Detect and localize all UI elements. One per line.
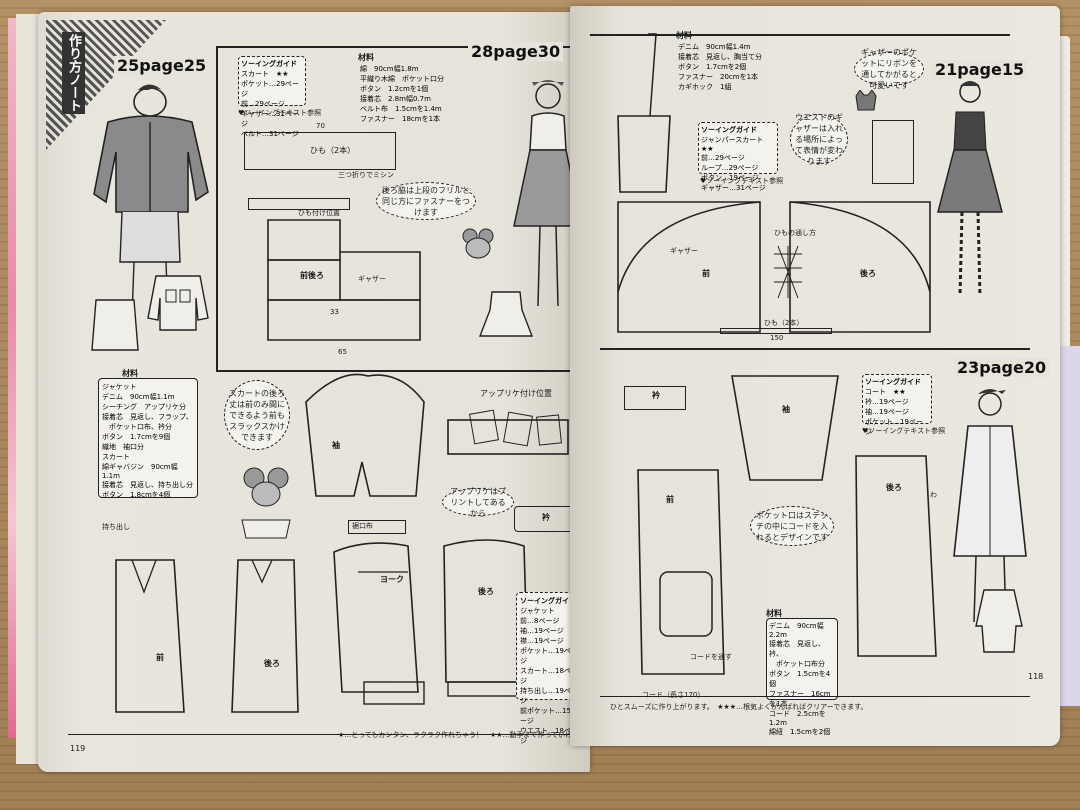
right-page: 材料 デニム 90cm幅1.4m 接着芯 見返し、胸当て分 ボタン 1.7cmを… [570,6,1060,746]
dress-flat-sketch [478,291,534,337]
hem-band-label: 裾口布 [352,522,373,530]
jacket-figure-illustration [93,84,209,317]
vertical-divider [216,46,218,371]
right-middle-rule [600,348,1030,350]
jacket-flat-sketch [147,275,209,331]
section-21-top-bubble: ギャザーのポケットにリボンを通してかがると可愛いです [854,48,924,90]
back-bodice-label: 後ろ [478,587,494,596]
section-28-sewing-ref: ♥ソーイングテキスト参照 [238,109,322,117]
sleeve-pattern-piece [305,373,425,497]
left-page-footer: ★…とってもカンタン、ラクラク作れちゃう！ ★★…動手よく作っていけば [338,731,580,739]
tie-threading-diagram [774,245,802,299]
sleeve-label: 袖 [332,441,340,450]
section-28-note-bubble: 後ろ脇は上段のフリルと同じ方にファスナーをつけます [376,182,476,220]
yoke-label: ヨーク [380,575,404,584]
width-33: 33 [330,308,339,316]
tie-width-150: 150 [770,334,784,342]
coat-man-illustration [953,389,1027,623]
tie-label: ひも（2本） [310,146,356,155]
tie-pattern-piece [244,132,396,170]
tie-threading-label: ひもの通し方 [774,229,816,237]
section-25-heading: 25page25 [114,56,210,75]
applique-pattern-pieces [447,409,569,455]
coat-back-label: 後ろ [886,483,902,492]
open-magazine: 作り方ノート 25page25 ソーイングガイド スカート ★★ ポケット…29… [30,6,1080,781]
bodice-pattern-pieces [333,539,529,705]
mouse-illustration [462,228,494,259]
long-tie-piece [720,328,832,334]
section-23-materials-box: デニム 90cm幅2.2m 接着芯 見返し、衿、 ポケット口布分 ボタン 1.5… [766,618,838,736]
section-28-sewing-guide-box: ソーイングガイド スカート ★★ ポケット…29ページ 前…29ページ ギャザー… [238,56,306,138]
section-23-sewing-guide-box: ソーイングガイド コート ★★ 衿…19ページ 袖…19ページ ポケット…19ペ… [862,374,932,436]
gather-label: ギャザー [358,275,386,283]
section-21-sewing-guide-box: ソーイングガイド ジャンパースカート★★ 前…29ページ ループ…29ページ ボ… [698,122,778,192]
section-21-sewing-ref: ♥ソーイングテキスト参照 [700,177,784,185]
applique-note-bubble: アップリケはプリントしてあるから [442,487,514,518]
right-page-footer: ひとスムーズに作り上がります。 ★★★…根気よくがんばればクリアーできます。 [610,703,868,711]
lower-skirt-front-label: 前 [156,653,164,662]
section-21-materials-title: 材料 [676,31,692,40]
coat-sleeve-label: 袖 [782,405,790,414]
section-23-sewing-ref: ♥ソーイングテキスト参照 [862,427,946,435]
section-28-heading: 28page30 [468,42,564,61]
section-28-materials-list: 綿 90cm幅1.8m 平織り木綿 ポケット口分 ボタン 1.2cmを1個 接着… [360,65,444,123]
tie-width: 70 [316,122,325,130]
section-25-materials-title: 材料 [122,369,138,378]
tie-2-label: ひも（2本） [764,319,804,327]
tie-hem-note: 三つ折りでミシン [338,171,394,179]
hem-band-piece [348,520,406,534]
coat-back-pattern-piece [855,455,937,657]
corner-tag-text: 作り方ノート [62,32,85,114]
section-23-note-bubble: ポケット口はステッチの中にコードを入れるとデザインです [750,506,834,546]
right-footer-rule [600,696,1030,697]
cord-length-label: コード（長さ170） [642,691,705,699]
section-25-materials-box: ジャケット デニム 90cm幅1.1m シーチング アップリケ分 接着芯 見返し… [98,378,198,499]
section-21-mid-bubble: ウエストのギャザーは入れる場所によって表情が変わります [790,113,848,166]
section-21-heading: 21page15 [932,60,1028,79]
right-page-number: 118 [1028,672,1044,681]
left-page: 作り方ノート 25page25 ソーイングガイド スカート ★★ ポケット…29… [38,12,590,772]
gather-label-right: ギャザー [670,247,698,255]
skirt-front-back-label: 前後ろ [300,271,324,280]
collar-label-right: 衿 [652,391,660,400]
section-23-heading: 23page20 [954,358,1050,377]
cord-threading-label: コードを通す [690,653,732,661]
top-rule [218,46,578,48]
footer-rule [68,734,578,735]
coat-front-pattern-piece [637,469,725,675]
skirt-pattern-pieces [267,219,421,341]
collar-label: 衿 [542,513,550,522]
collar-piece-right [624,386,686,410]
section-23-materials-title: 材料 [766,609,782,618]
circle-skirt-pattern-pieces [617,201,931,333]
mochidashi-label: 持ち出し [102,523,130,531]
coat-sleeve-pattern-piece [731,375,839,481]
bib-strap-pattern-piece [617,33,671,193]
right-top-rule [590,34,1010,36]
skirt-flat-sketch [91,299,139,351]
bodice-small-piece [872,120,914,184]
lower-skirt-pattern-pieces [115,559,299,713]
horizontal-divider [216,370,586,372]
lower-skirt-back-label: 後ろ [264,659,280,668]
tie-position-label: ひも付け位置 [298,209,340,217]
fold-mark: わ [930,491,937,499]
coat-flat-sketch [975,589,1023,653]
applique-position-title: アップリケ付け位置 [480,389,552,398]
section-21-materials-list: デニム 90cm幅1.4m 接着芯 見返し、胸当て分 ボタン 1.7cmを2個 … [678,43,762,91]
section-28-materials-title: 材料 [358,53,374,62]
left-page-number: 119 [70,744,86,753]
coat-front-label: 前 [666,495,674,504]
width-65: 65 [338,348,347,356]
mouse-question-illustration [241,467,291,539]
circle-skirt-back-label: 後ろ [860,269,876,278]
cat-illustration [855,90,877,111]
jumper-skirt-girl-illustration [937,81,1003,297]
dress-girl-illustration [513,80,583,307]
circle-skirt-front-label: 前 [702,269,710,278]
section-25-note-bubble: スカートの後ろ丈は前のみ間にできるよう前もスラックスかけできます [224,380,290,450]
skirt-waistband-piece [248,198,350,210]
